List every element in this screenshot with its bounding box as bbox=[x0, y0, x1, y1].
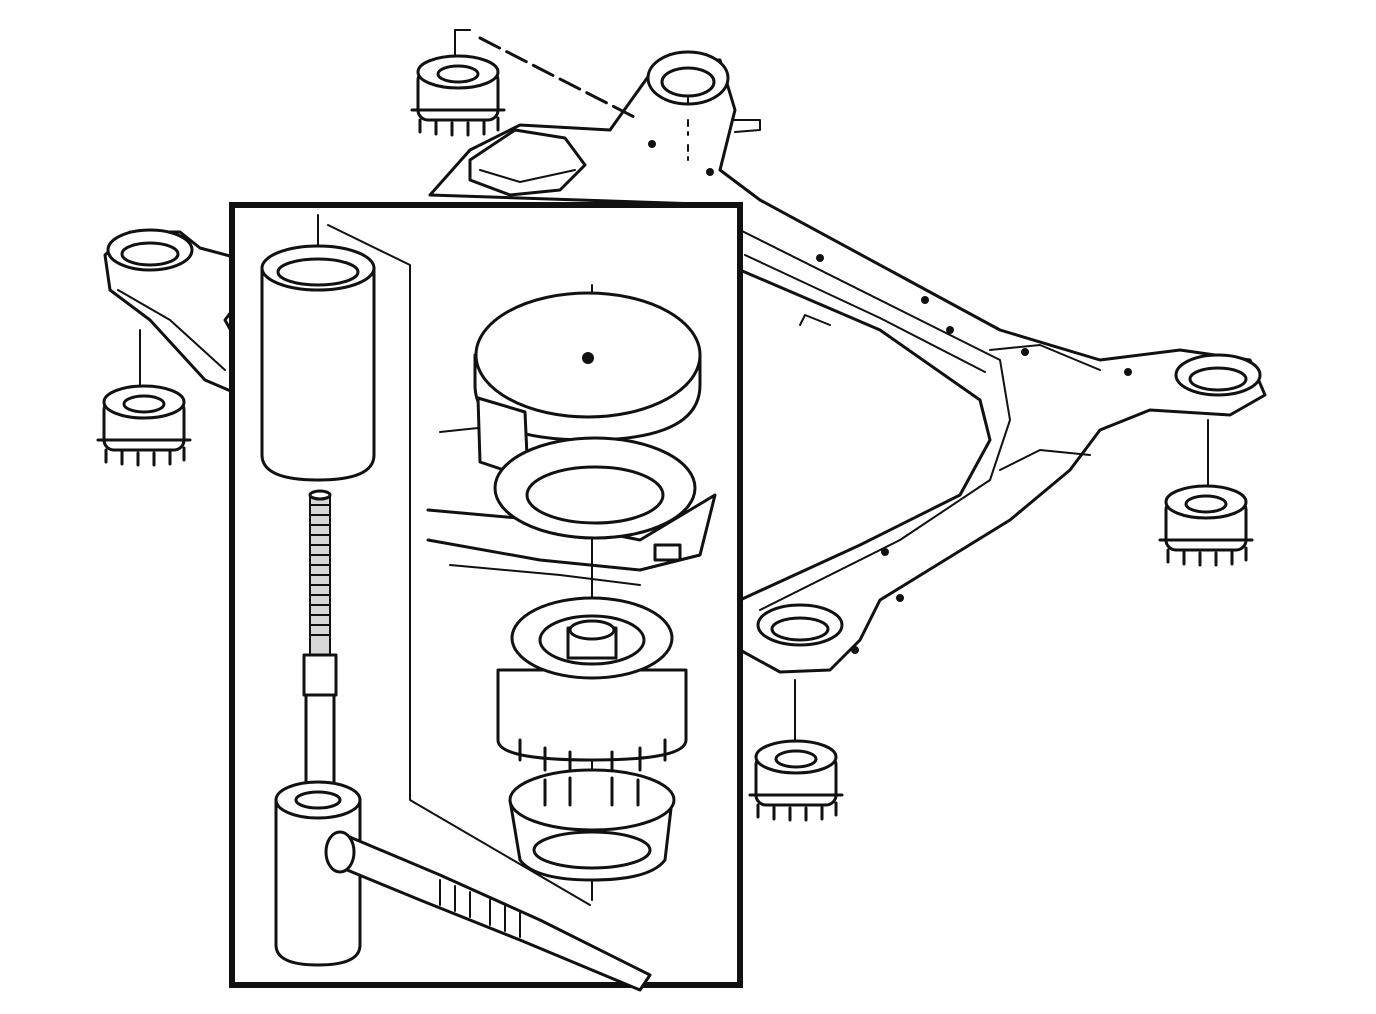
press-body bbox=[274, 780, 362, 967]
receiver-ring bbox=[493, 436, 697, 562]
bushing-bottom bbox=[748, 739, 844, 822]
base-cup bbox=[508, 768, 676, 882]
bushing-right bbox=[1158, 484, 1254, 567]
press-sleeve bbox=[260, 244, 376, 482]
inset-panel bbox=[229, 202, 743, 992]
bushing-left bbox=[96, 384, 192, 467]
bushing-top-left bbox=[410, 54, 506, 137]
subframe bbox=[103, 29, 1267, 751]
ratchet-handle bbox=[324, 830, 652, 992]
bushing-large bbox=[496, 596, 688, 776]
threaded-rod bbox=[302, 489, 338, 792]
